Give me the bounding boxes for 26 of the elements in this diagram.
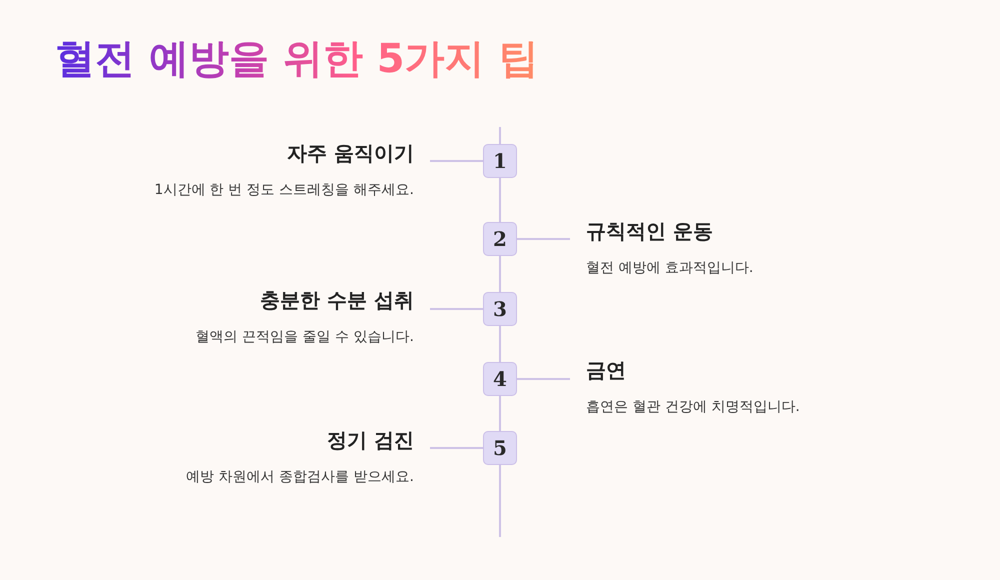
connector-line [430,160,483,162]
step-number-badge: 1 [483,144,517,178]
timeline-line [499,326,501,362]
step-description: 혈액의 끈적임을 줄일 수 있습니다. [196,328,414,347]
step-heading: 자주 움직이기 [287,140,414,166]
timeline-line [499,256,501,292]
step-number-badge: 5 [483,431,517,465]
step-heading: 정기 검진 [327,427,414,453]
connector-line [517,378,570,380]
step-number-badge: 2 [483,222,517,256]
timeline-line [499,178,501,222]
step-heading: 금연 [586,357,626,383]
connector-line [430,308,483,310]
step-number-badge: 4 [483,362,517,396]
connector-line [430,447,483,449]
timeline-line [499,396,501,431]
step-description: 예방 차원에서 종합검사를 받으세요. [186,468,414,487]
step-description: 혈전 예방에 효과적입니다. [586,259,754,278]
timeline-line [499,465,501,537]
step-heading: 충분한 수분 섭취 [260,287,414,313]
step-description: 1시간에 한 번 정도 스트레칭을 해주세요. [154,181,414,200]
step-heading: 규칙적인 운동 [586,218,713,244]
connector-line [517,238,570,240]
step-description: 흡연은 혈관 건강에 치명적입니다. [586,398,800,417]
timeline-line [499,127,501,144]
step-number-badge: 3 [483,292,517,326]
